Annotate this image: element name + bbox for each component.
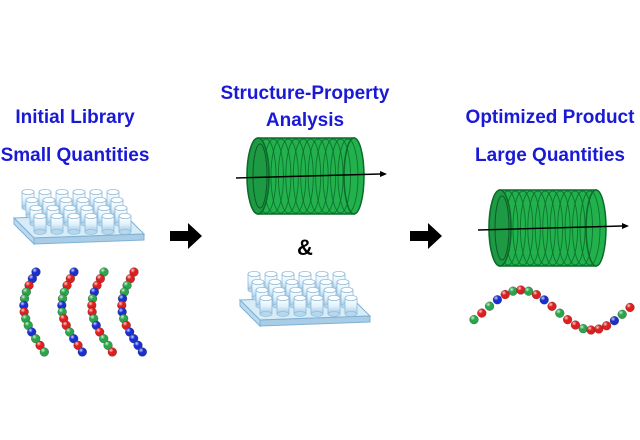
left-title-line1: Initial Library <box>15 107 135 128</box>
bead-chain-icon <box>19 267 147 357</box>
coil-reactor-icon <box>477 189 629 267</box>
right-title-line1: Optimized Product <box>465 107 635 128</box>
well-plate-icon <box>238 270 372 328</box>
middle-title-line1: Structure-Property <box>220 83 390 104</box>
right-arrow-icon <box>410 223 442 249</box>
well-plate-icon <box>12 188 146 246</box>
left-title-line2: Small Quantities <box>0 145 150 166</box>
middle-title-line2: Analysis <box>265 110 345 131</box>
coil-reactor-icon <box>235 137 387 215</box>
ampersand: & <box>297 235 313 260</box>
right-title-line2: Large Quantities <box>475 145 625 166</box>
right-arrow-icon <box>170 223 202 249</box>
bead-chain-icon <box>469 285 635 335</box>
